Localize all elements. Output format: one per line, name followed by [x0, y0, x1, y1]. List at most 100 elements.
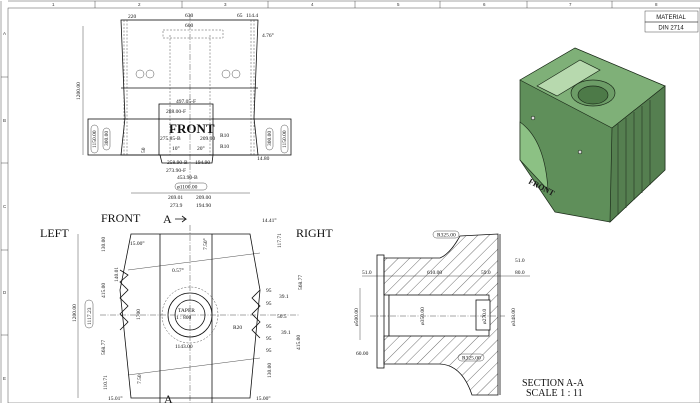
top-view: 220 630 600 65 114.4 4.76° 1200.00 497.0… — [76, 13, 292, 185]
dimension: 1143.00 — [175, 344, 193, 350]
dimension: 7.50 — [137, 374, 143, 384]
dimension: 630 — [185, 13, 194, 19]
dimension: 269.01 — [168, 195, 183, 201]
dimension: 0.57° — [172, 267, 184, 274]
dimension: 130.00 — [101, 237, 107, 252]
row-label: B — [3, 118, 6, 123]
material-table: MATERIAL DIN 2714 — [644, 10, 699, 33]
dimension: 95 — [266, 288, 272, 294]
dimension: 568.77 — [298, 275, 304, 290]
dimension: 95 — [266, 301, 272, 307]
material-label: MATERIAL — [656, 15, 686, 21]
left-label: LEFT — [40, 226, 69, 240]
dimension: 95 — [266, 348, 272, 354]
section-title: SECTION A-A — [522, 378, 585, 389]
dimension: 258.90-B — [167, 160, 188, 166]
front-engraving-text: FRONT — [169, 121, 215, 136]
dimension: R10 — [220, 133, 229, 139]
dimension: 568.77 — [101, 340, 107, 355]
row-label: E — [3, 376, 6, 381]
column-label: 4 — [311, 2, 314, 7]
dimension: ø1100.00 — [177, 185, 198, 191]
dimension: ø348.00 — [511, 308, 517, 326]
bottom-view: ø1100.00 269.01 209.00 273.9 194.90 FRON… — [40, 182, 333, 403]
column-label: 1 — [52, 2, 55, 7]
row-label: D — [3, 290, 7, 295]
dimension: 275.85-B — [160, 136, 181, 142]
column-label: 2 — [138, 2, 141, 7]
dimension: R325.00 — [462, 356, 481, 362]
dimension: 51.0 — [515, 258, 525, 264]
right-label: RIGHT — [296, 226, 333, 240]
front-label: FRONT — [101, 211, 141, 225]
dimension: 117.71 — [277, 233, 283, 248]
dimension: 39.1 — [279, 294, 289, 300]
dimension: 300.00 — [267, 131, 273, 146]
dimension: 1200.00 — [72, 304, 78, 322]
column-label: 3 — [224, 2, 227, 7]
dimension: 610.00 — [427, 270, 442, 276]
column-label: 6 — [483, 2, 486, 7]
dimension: 15.00° — [130, 240, 145, 247]
column-label: 5 — [397, 2, 400, 7]
dimension: 1150.00 — [92, 130, 98, 148]
dimension: 453.90-B — [177, 175, 198, 181]
section-scale: SCALE 1 : 11 — [526, 388, 583, 399]
dimension: R325.00 — [437, 233, 456, 239]
dimension: 110.71 — [103, 375, 109, 390]
dimension: 415.00 — [296, 335, 302, 350]
dimension: ø500.00 — [354, 308, 360, 326]
dimension: 497.05-F — [176, 99, 196, 105]
dimension: 7.50° — [202, 238, 209, 250]
column-label: 8 — [655, 2, 658, 7]
dimension: 60.00 — [356, 351, 369, 357]
dimension: 14.80 — [257, 156, 270, 162]
dimension: 50 — [141, 147, 147, 153]
dimension: 80.0 — [515, 270, 525, 276]
dimension: ø350.00 — [420, 307, 426, 325]
dimension: 95 — [266, 324, 272, 330]
dimension: 1150.00 — [282, 130, 288, 148]
dimension: 114.4 — [246, 13, 258, 19]
dimension: 51.0 — [362, 270, 372, 276]
section-marker: A — [163, 212, 172, 226]
dimension: 95 — [266, 336, 272, 342]
row-label: C — [3, 204, 7, 209]
dimension: 140.01 — [114, 267, 120, 282]
dimension: 1200.00 — [76, 82, 82, 100]
dimension: 194.90 — [196, 203, 211, 209]
taper-ratio: 1 : 800 — [176, 315, 192, 321]
dimension: 65 — [237, 13, 243, 19]
dimension: 59.0 — [481, 270, 491, 276]
dimension: R20 — [233, 325, 242, 331]
dimension: 50.5 — [277, 314, 287, 320]
dimension: 1700 — [136, 309, 142, 320]
dimension: 273.90-F — [166, 168, 186, 174]
section-marker-bottom: A — [164, 392, 173, 403]
dimension: 194.90 — [195, 160, 210, 166]
column-label: 7 — [569, 2, 572, 7]
material-value: DIN 2714 — [658, 26, 684, 32]
dimension: 15.00° — [256, 395, 271, 402]
dimension: R10 — [220, 144, 229, 150]
dimension: 273.9 — [170, 203, 183, 209]
dimension: 4.76° — [262, 32, 274, 39]
dimension: 1117.23 — [87, 307, 93, 325]
dimension: 288.00-F — [166, 109, 186, 115]
dimension: 220 — [128, 14, 137, 20]
dimension: 209.00 — [196, 195, 211, 201]
taper-label: TAPER — [178, 308, 195, 314]
dimension: ø270.0 — [482, 309, 488, 324]
section-a-a-view: R325.00 51.0 51.0 610.00 59.0 80.0 ø500.… — [354, 230, 585, 399]
isometric-part-view: FRONT — [519, 47, 666, 223]
dimension: 600 — [185, 23, 194, 29]
row-label: A — [3, 31, 6, 36]
dimension: 415.00 — [101, 283, 107, 298]
dimension: 300.00 — [104, 131, 110, 146]
dimension: 209.00 — [200, 136, 215, 142]
dimension: 39.1 — [281, 330, 291, 336]
dimension: 20° — [197, 145, 205, 152]
dimension: 15.01° — [108, 395, 123, 402]
